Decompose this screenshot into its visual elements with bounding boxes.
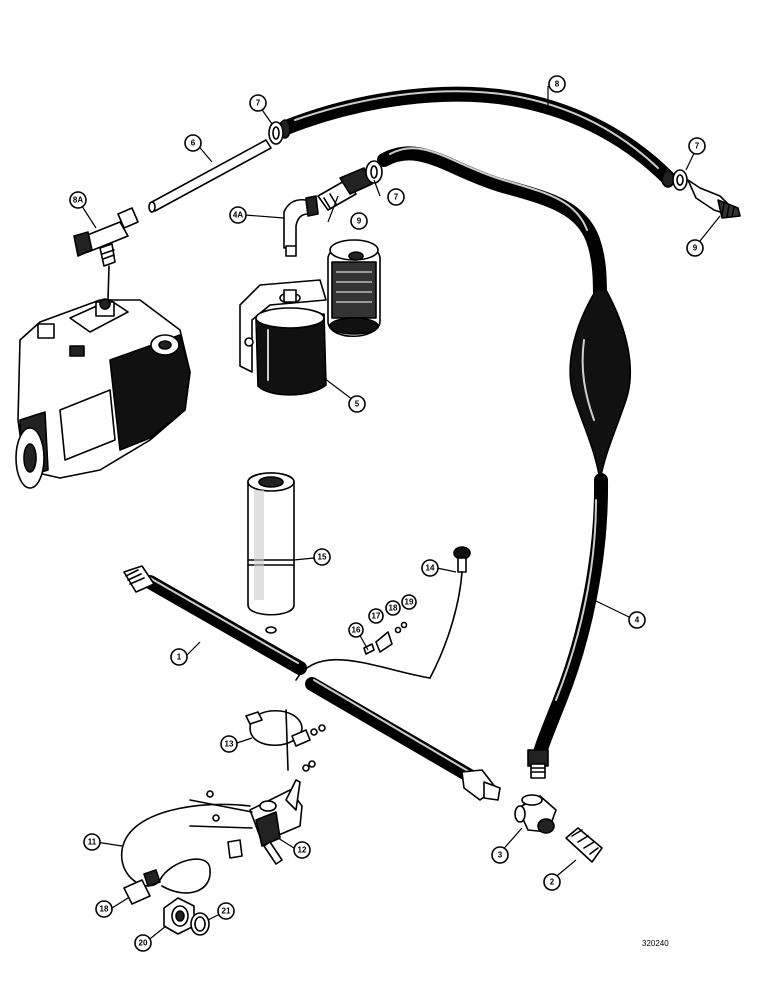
injection-pump-body <box>15 265 191 489</box>
callout-5-filter: 5 <box>348 395 366 413</box>
callout-7-upper-left: 7 <box>249 94 267 112</box>
hose-clamp-upper-left <box>268 121 284 145</box>
callout-9-center: 9 <box>350 212 368 230</box>
callout-leaders <box>77 86 721 943</box>
callout-8-upper-hose: 8 <box>548 75 566 93</box>
callout-label: 16 <box>352 626 361 635</box>
callout-6-tube: 6 <box>184 134 202 152</box>
callout-label: 6 <box>191 139 196 148</box>
callout-label: 12 <box>298 846 307 855</box>
tee-fitting-8a <box>73 207 139 267</box>
callout-21-washer: 21 <box>217 902 235 920</box>
fuel-tube-6 <box>148 139 272 213</box>
callout-19: 19 <box>401 594 417 610</box>
callout-11-small-tube: 11 <box>83 833 101 851</box>
callout-3-tee: 3 <box>491 846 509 864</box>
hose-fitting-right <box>687 179 741 219</box>
callout-label: 7 <box>695 142 700 151</box>
pipe-nipple-2 <box>565 827 603 863</box>
shutoff-valve-12 <box>189 779 303 865</box>
tee-fitting-3 <box>514 794 557 834</box>
washer-21 <box>190 912 210 936</box>
mounting-clamp-13 <box>245 709 326 772</box>
callout-20-adapter: 20 <box>134 934 152 952</box>
callout-label: 9 <box>693 244 698 253</box>
hose-clamp-upper-right <box>672 169 688 191</box>
fuel-filter-housing-5 <box>239 279 327 396</box>
callout-label: 7 <box>394 193 399 202</box>
clip-bracket-17 <box>363 621 408 655</box>
callout-label: 18 <box>100 905 109 914</box>
callout-14-cable: 14 <box>421 559 439 577</box>
callout-label: 17 <box>372 612 381 621</box>
hose-fitting-center <box>317 167 373 211</box>
control-cable-14 <box>295 546 471 681</box>
fitting-18 <box>123 869 161 905</box>
callout-label: 13 <box>225 740 234 749</box>
elbow-fitting-4a <box>283 195 319 257</box>
callout-label: 8 <box>555 80 560 89</box>
callout-label: 4A <box>233 211 243 220</box>
callout-label: 20 <box>139 939 148 948</box>
supply-hose-with-primer-bulb <box>377 146 632 767</box>
drawing-reference-code: 320240 <box>642 939 669 948</box>
callout-label: 14 <box>426 564 435 573</box>
callout-4a-elbow: 4A <box>229 206 247 224</box>
callout-12-valve: 12 <box>293 841 311 859</box>
callout-4-supply-hose: 4 <box>628 611 646 629</box>
callout-label: 18 <box>389 604 398 613</box>
callout-label: 15 <box>318 553 327 562</box>
supply-hose-end-fitting <box>527 749 549 779</box>
callout-9-right: 9 <box>686 239 704 257</box>
callout-18-small: 18 <box>385 600 401 616</box>
callout-label: 7 <box>256 99 261 108</box>
callout-17: 17 <box>368 608 384 624</box>
callout-label: 11 <box>88 838 97 847</box>
callout-label: 3 <box>498 851 503 860</box>
callout-label: 2 <box>550 878 555 887</box>
callout-label: 4 <box>635 616 640 625</box>
callout-label: 9 <box>357 217 362 226</box>
callout-label: 5 <box>355 400 360 409</box>
filter-bowl <box>327 239 381 338</box>
callout-8a-tee: 8A <box>69 191 87 209</box>
fuel-line-tube-1 <box>123 565 501 801</box>
callout-15-element: 15 <box>313 548 331 566</box>
filter-element-15 <box>247 472 295 634</box>
callout-label: 19 <box>405 598 414 607</box>
callout-7-upper-right: 7 <box>688 137 706 155</box>
adapter-fitting-20 <box>163 897 195 935</box>
callout-13-clamp: 13 <box>220 735 238 753</box>
callout-label: 1 <box>177 653 182 662</box>
hose-clamp-center <box>365 160 383 184</box>
callout-1-tube: 1 <box>170 648 188 666</box>
callout-label: 8A <box>73 196 83 205</box>
callout-16: 16 <box>348 622 364 638</box>
callout-18-fitting: 18 <box>95 900 113 918</box>
callout-label: 21 <box>222 907 231 916</box>
callout-7-center: 7 <box>387 188 405 206</box>
upper-return-hose <box>277 86 676 188</box>
callout-2-nipple: 2 <box>543 873 561 891</box>
